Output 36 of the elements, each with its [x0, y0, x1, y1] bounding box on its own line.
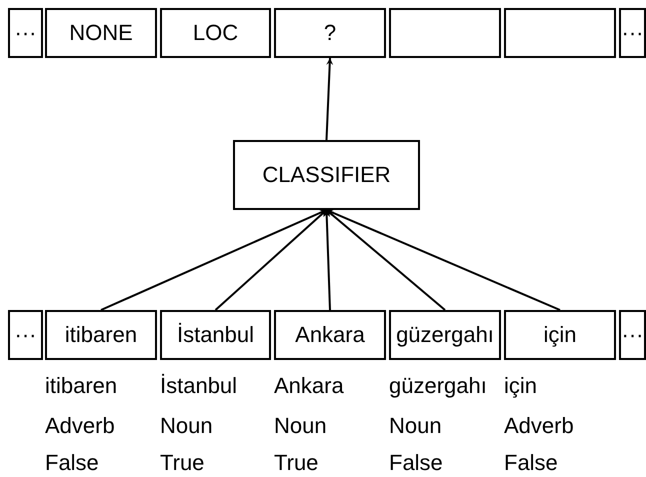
empty-cell [389, 8, 501, 58]
truth-value: False [504, 450, 558, 476]
arrow [326, 209, 446, 311]
token-text: itibaren [45, 373, 118, 399]
arrow [214, 209, 328, 311]
token-text: Ankara [274, 373, 344, 399]
token-cell: LOC [160, 8, 271, 58]
truth-value: True [274, 450, 318, 476]
classifier-box: CLASSIFIER [233, 140, 420, 210]
arrow [326, 58, 334, 140]
token-cell: için [504, 310, 616, 360]
part-of-speech: Adverb [504, 413, 574, 439]
token-cell: güzergahı [389, 310, 501, 360]
token-text: için [504, 373, 538, 399]
token-text: güzergahı [389, 373, 487, 399]
token-cell: NONE [45, 8, 157, 58]
arrow [326, 209, 560, 311]
arrow [323, 210, 331, 310]
empty-cell [504, 8, 616, 58]
part-of-speech: Noun [389, 413, 442, 439]
token-cell: ··· [8, 8, 43, 58]
token-text: İstanbul [160, 373, 238, 399]
token-cell: Ankara [274, 310, 386, 360]
token-cell: ··· [8, 310, 43, 360]
token-cell: İstanbul [160, 310, 271, 360]
part-of-speech: Noun [274, 413, 327, 439]
truth-value: False [45, 450, 99, 476]
token-cell: ··· [619, 8, 646, 58]
part-of-speech: Adverb [45, 413, 115, 439]
truth-value: True [160, 450, 204, 476]
token-cell: ? [274, 8, 386, 58]
part-of-speech: Noun [160, 413, 213, 439]
token-cell: ··· [619, 310, 646, 360]
truth-value: False [389, 450, 443, 476]
arrow [100, 209, 327, 311]
token-cell: itibaren [45, 310, 157, 360]
